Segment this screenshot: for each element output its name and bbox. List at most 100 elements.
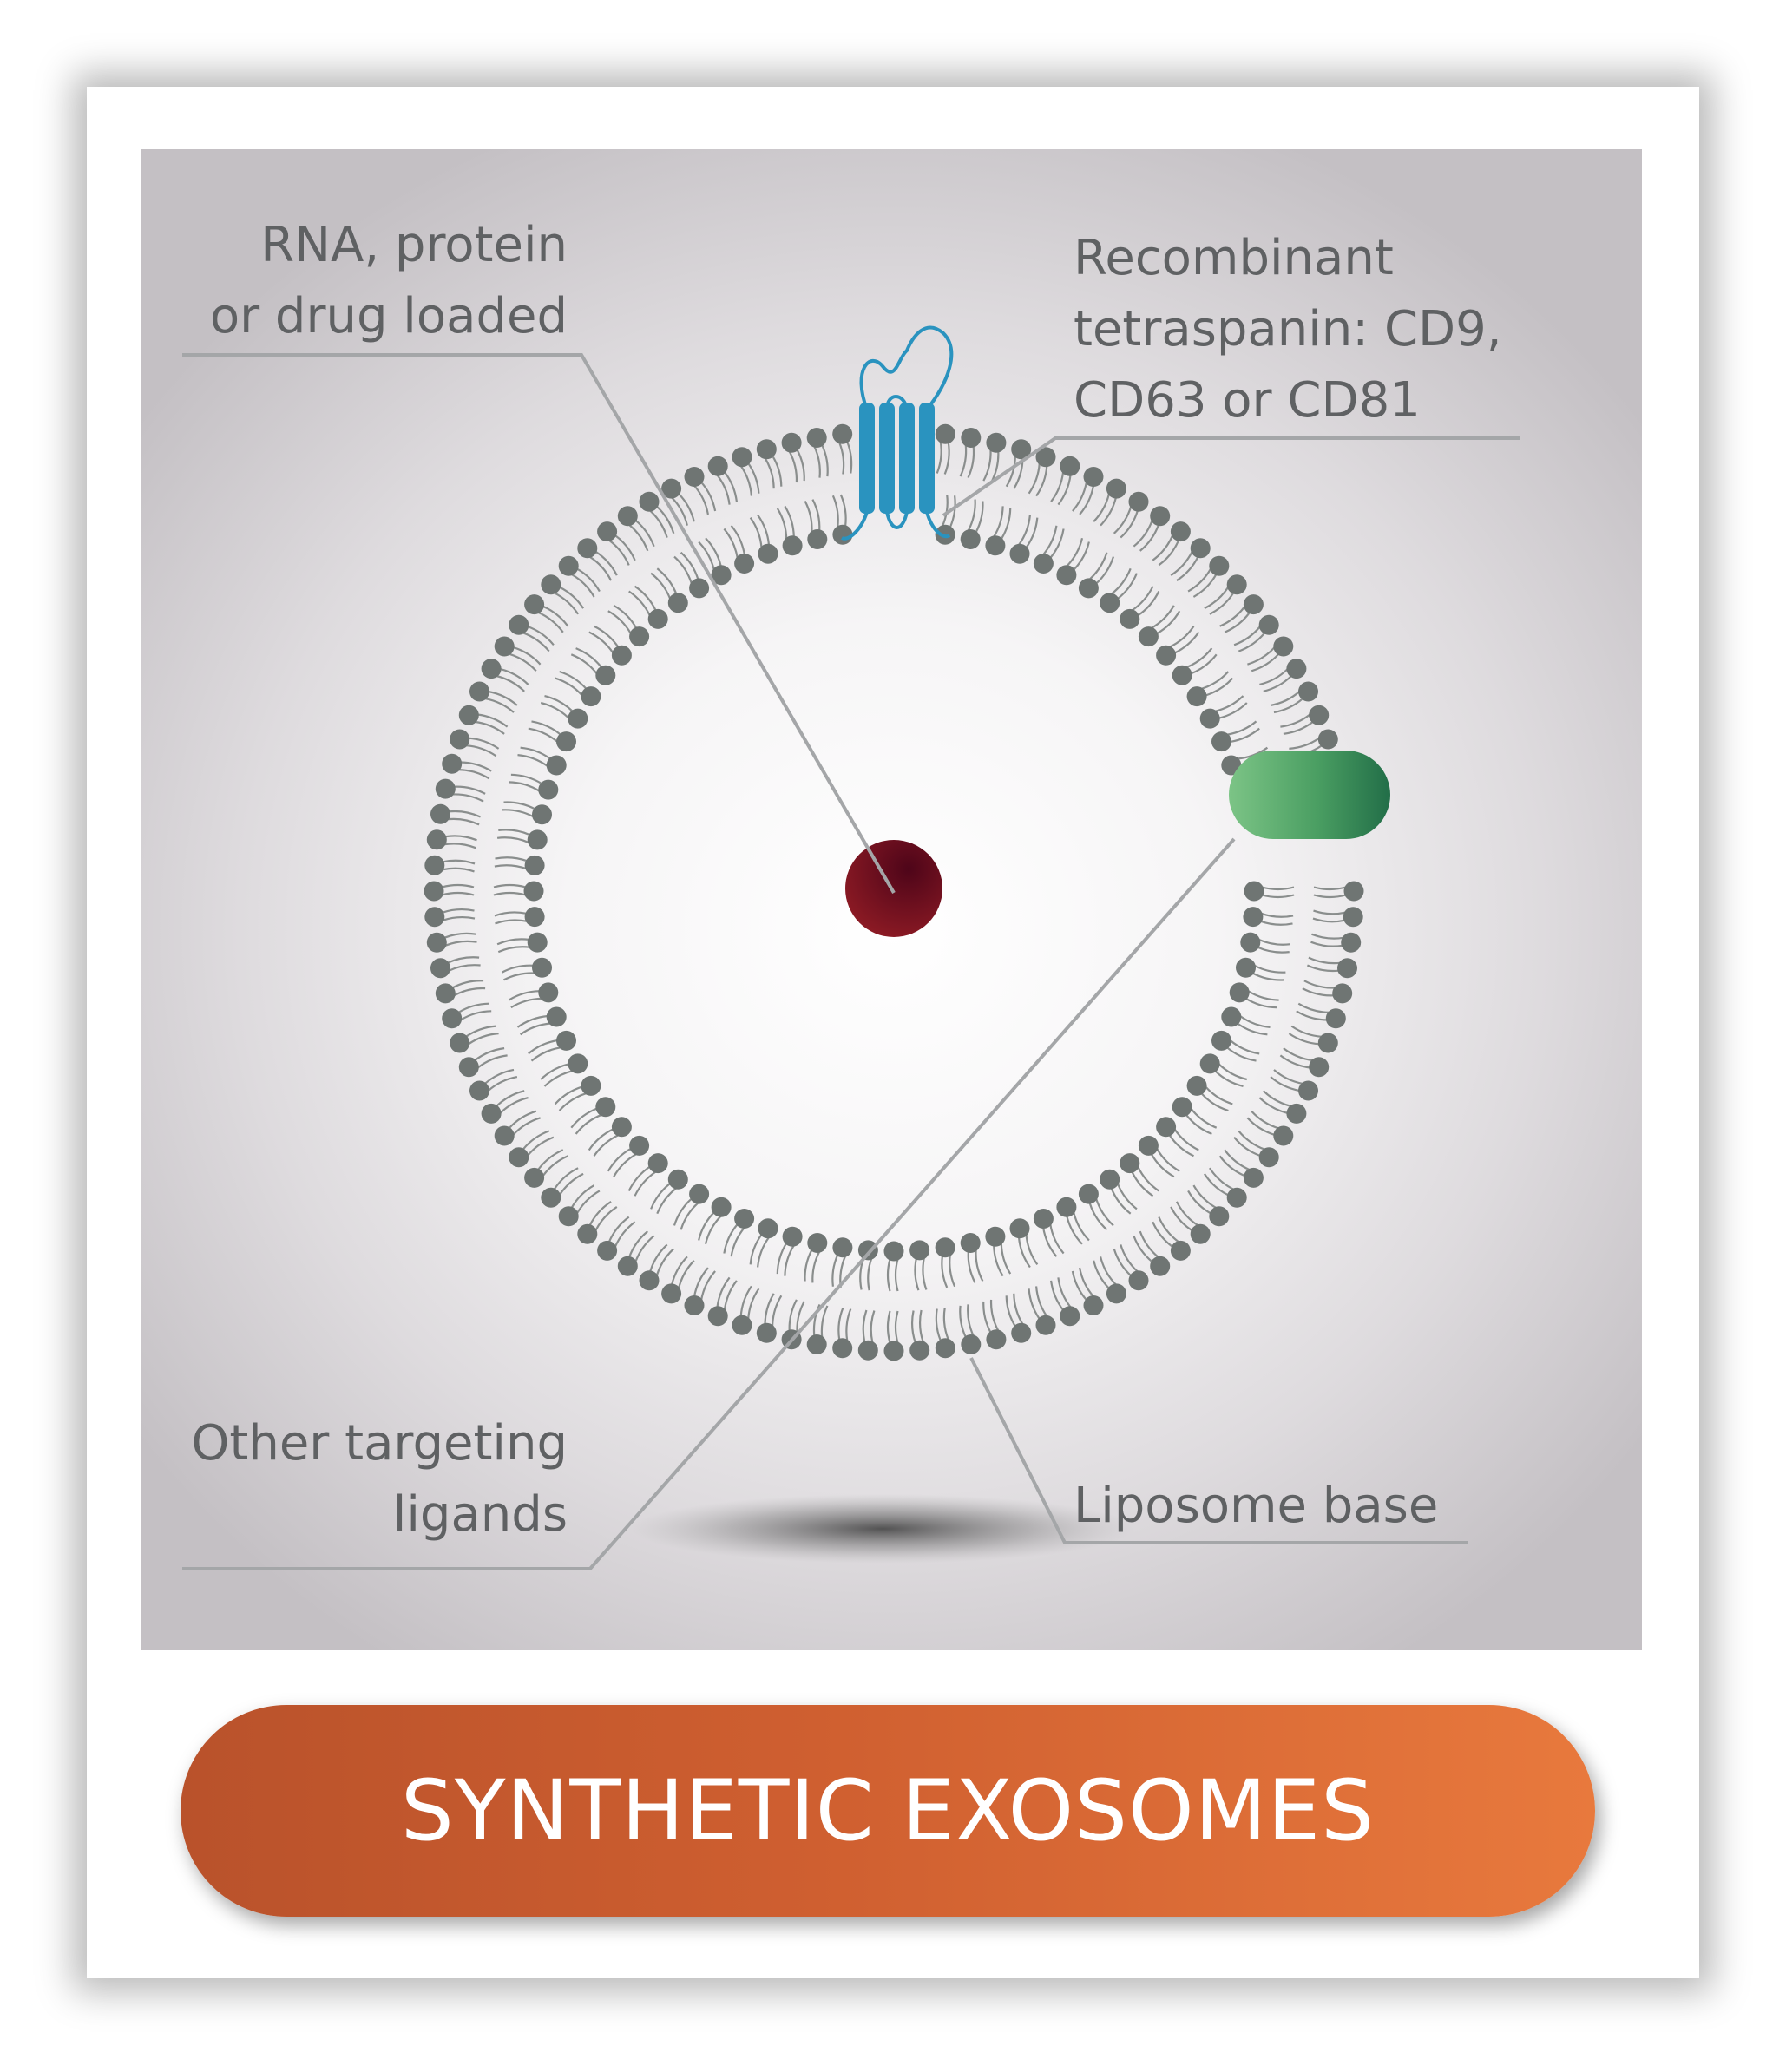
lipid-tail (468, 737, 500, 750)
lipid-tail (517, 754, 548, 767)
lipid-head (524, 1167, 545, 1188)
lipid-head (1209, 555, 1230, 576)
lipid-head (782, 535, 803, 556)
lipid-tail (1218, 1063, 1248, 1081)
lipid-head (935, 524, 955, 545)
lipid-head (524, 855, 545, 875)
lipid-tail (528, 727, 559, 743)
lipid-head (935, 1237, 955, 1258)
transmembrane-helix (899, 403, 915, 514)
lipid-head (597, 1240, 618, 1261)
lipid-tail (1073, 1211, 1090, 1242)
lipid-tail (1257, 946, 1290, 954)
lipid-tail (1283, 721, 1314, 735)
lipid-tail (1296, 1010, 1328, 1021)
lipid-tail (530, 1046, 561, 1062)
lipid-tail (528, 1039, 558, 1055)
lipid-tail (555, 677, 583, 697)
lipid-tail (1246, 1117, 1275, 1136)
lipid-head (1273, 636, 1294, 657)
lipid-tail (831, 495, 839, 528)
lipid-tail (747, 462, 760, 494)
lipid-head (883, 1241, 904, 1262)
lipid-tail (1306, 964, 1339, 973)
lipid-tail (1071, 1270, 1087, 1301)
title-banner: SYNTHETIC EXOSOMES (181, 1705, 1595, 1917)
lipid-tail (474, 1047, 505, 1061)
lipid-tail (716, 474, 731, 505)
lipid-tail (509, 652, 537, 672)
lipid-head (1286, 659, 1307, 679)
lipid-tail (821, 444, 829, 477)
lipid-tail (796, 449, 805, 482)
lipid-tail (1219, 606, 1246, 627)
lipid-tail (493, 891, 527, 896)
lipid-head (832, 1237, 853, 1258)
lipid-tail (700, 482, 717, 512)
lipid-tail (1100, 1256, 1117, 1286)
lipid-tail (509, 781, 541, 792)
lipid-head (1120, 1153, 1140, 1174)
lipid-tail (649, 1243, 668, 1272)
lipid-tail (527, 1136, 555, 1157)
lipid-head (961, 1334, 982, 1354)
lipid-head (538, 779, 559, 800)
lipid-tail (1258, 938, 1291, 946)
lipid-head (577, 538, 598, 559)
lipid-head (1033, 1209, 1054, 1229)
lipid-head (711, 565, 732, 586)
lipid-tail (1185, 1114, 1212, 1135)
lipid-tail (1088, 1202, 1108, 1231)
lipid-tail (1035, 1286, 1048, 1317)
lipid-tail (886, 1258, 891, 1292)
lipid-head (556, 731, 576, 752)
lipid-head (756, 1322, 777, 1343)
lipid-head (430, 803, 450, 824)
lipid-tail (520, 746, 551, 760)
label-targeting: Other targeting ligands (191, 1408, 568, 1551)
lipid-head (1100, 593, 1120, 613)
lipid-tail (804, 1249, 813, 1282)
lipid-tail (1113, 506, 1133, 534)
lipid-tail (441, 891, 475, 896)
lipid-tail (607, 1147, 632, 1172)
lipid-head (1190, 538, 1211, 559)
lipid-tail (1261, 886, 1295, 891)
lipid-tail (1297, 1002, 1330, 1013)
lipid-head (986, 1329, 1007, 1350)
lipid-tail (673, 1197, 693, 1226)
lipid-tail (1079, 1267, 1094, 1298)
lipid-tail (575, 1190, 601, 1214)
lipid-tail (1273, 698, 1303, 714)
lipid-head (832, 524, 853, 545)
cargo-particle (845, 840, 942, 937)
lipid-tail (1139, 524, 1160, 552)
lipid-tail (1230, 727, 1260, 743)
lipid-head (1309, 1057, 1330, 1078)
lipid-tail (811, 499, 821, 531)
lipid-head (1236, 957, 1256, 978)
lipid-tail (1168, 1134, 1194, 1157)
lipid-head (1035, 447, 1056, 468)
lipid-tail (1173, 1128, 1199, 1151)
lipid-tail (614, 1221, 636, 1248)
lipid-tail (680, 1202, 699, 1230)
lipid-head (1209, 1206, 1230, 1227)
lipid-tail (1237, 746, 1269, 760)
lipid-tail (443, 932, 476, 939)
lipid-tail (627, 1230, 648, 1258)
lipid-head (782, 1226, 803, 1247)
lipid-tail (1152, 1221, 1173, 1248)
lipid-tail (588, 1128, 614, 1151)
label-cargo-line-1: RNA, protein (260, 217, 568, 273)
lipid-head (1120, 608, 1140, 629)
lipid-tail (918, 1309, 924, 1343)
lipid-tail (776, 1243, 788, 1275)
lipid-tail (1025, 517, 1039, 548)
lipid-head (1309, 705, 1330, 725)
lipid-head (684, 467, 705, 487)
lipid-head (1343, 907, 1363, 928)
lipid-head (1106, 478, 1126, 499)
lipid-tail (1279, 1054, 1310, 1069)
lipid-tail (1245, 997, 1277, 1009)
